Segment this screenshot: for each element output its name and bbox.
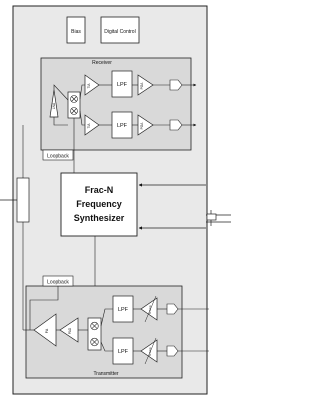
crystal-icon xyxy=(206,210,231,226)
rx-lpf-label-1: LPF xyxy=(117,82,128,88)
transceiver-block-diagram: Bias Digital Control Receiver Loopback L… xyxy=(0,5,231,395)
rx-mixer-cross-2 xyxy=(71,108,77,114)
tx-amp-1-gain-arrow xyxy=(144,295,157,323)
rx-mixer-circle-1 xyxy=(70,95,78,103)
rx-wiring xyxy=(53,83,197,127)
receiver-label: Receiver xyxy=(92,60,112,66)
tx-mixer-cross-1 xyxy=(91,323,98,329)
rx-mixer-cross-1 xyxy=(71,96,77,102)
tx-loopback-label: Loopback xyxy=(47,280,69,286)
synth-line-1: Frac-N xyxy=(85,185,114,195)
tx-mixer-circle-1 xyxy=(90,321,99,331)
tia-label-1: TIA xyxy=(87,83,91,89)
tx-lpf-label-2: LPF xyxy=(118,349,129,355)
antenna-switch-box xyxy=(16,177,30,223)
pga-label-1: PGA xyxy=(140,82,144,90)
rx-output-pin-1 xyxy=(169,79,183,91)
pad-label: PAD xyxy=(68,327,72,334)
lna-label: LNA xyxy=(52,102,56,109)
pa-label: PA xyxy=(45,328,49,333)
rx-lpf-label-2: LPF xyxy=(117,123,128,129)
tx-wiring xyxy=(23,286,209,352)
tx-input-pin-2 xyxy=(166,345,179,357)
rx-mixer xyxy=(67,91,81,119)
rx-mixer-circle-2 xyxy=(70,107,78,115)
tx-mixer-cross-2 xyxy=(91,339,98,345)
tx-input-pin-1 xyxy=(166,303,179,315)
pga-label-2: PGA xyxy=(140,122,144,130)
tia-label-2: TIA xyxy=(87,123,91,129)
rx-loopback-label: Loopback xyxy=(47,154,69,160)
rx-loopback-box xyxy=(42,149,74,161)
frac-n-synthesizer xyxy=(60,172,138,237)
tx-amp-2-gain-arrow xyxy=(144,337,157,365)
synth-line-3: Synthesizer xyxy=(74,213,125,223)
rx-output-pin-2 xyxy=(169,119,183,131)
transmitter-label: Transmitter xyxy=(93,371,118,377)
digital-control-box xyxy=(100,16,140,44)
synth-line-2: Frequency xyxy=(76,199,122,209)
rx-lpf-1 xyxy=(111,70,133,98)
digital-control-label: Digital Control xyxy=(104,29,135,35)
tx-lpf-label-1: LPF xyxy=(118,307,129,313)
tx-mixer-circle-2 xyxy=(90,337,99,347)
bias-label: Bias xyxy=(71,29,81,35)
tx-mixer xyxy=(87,317,102,351)
bias-box xyxy=(66,16,86,44)
